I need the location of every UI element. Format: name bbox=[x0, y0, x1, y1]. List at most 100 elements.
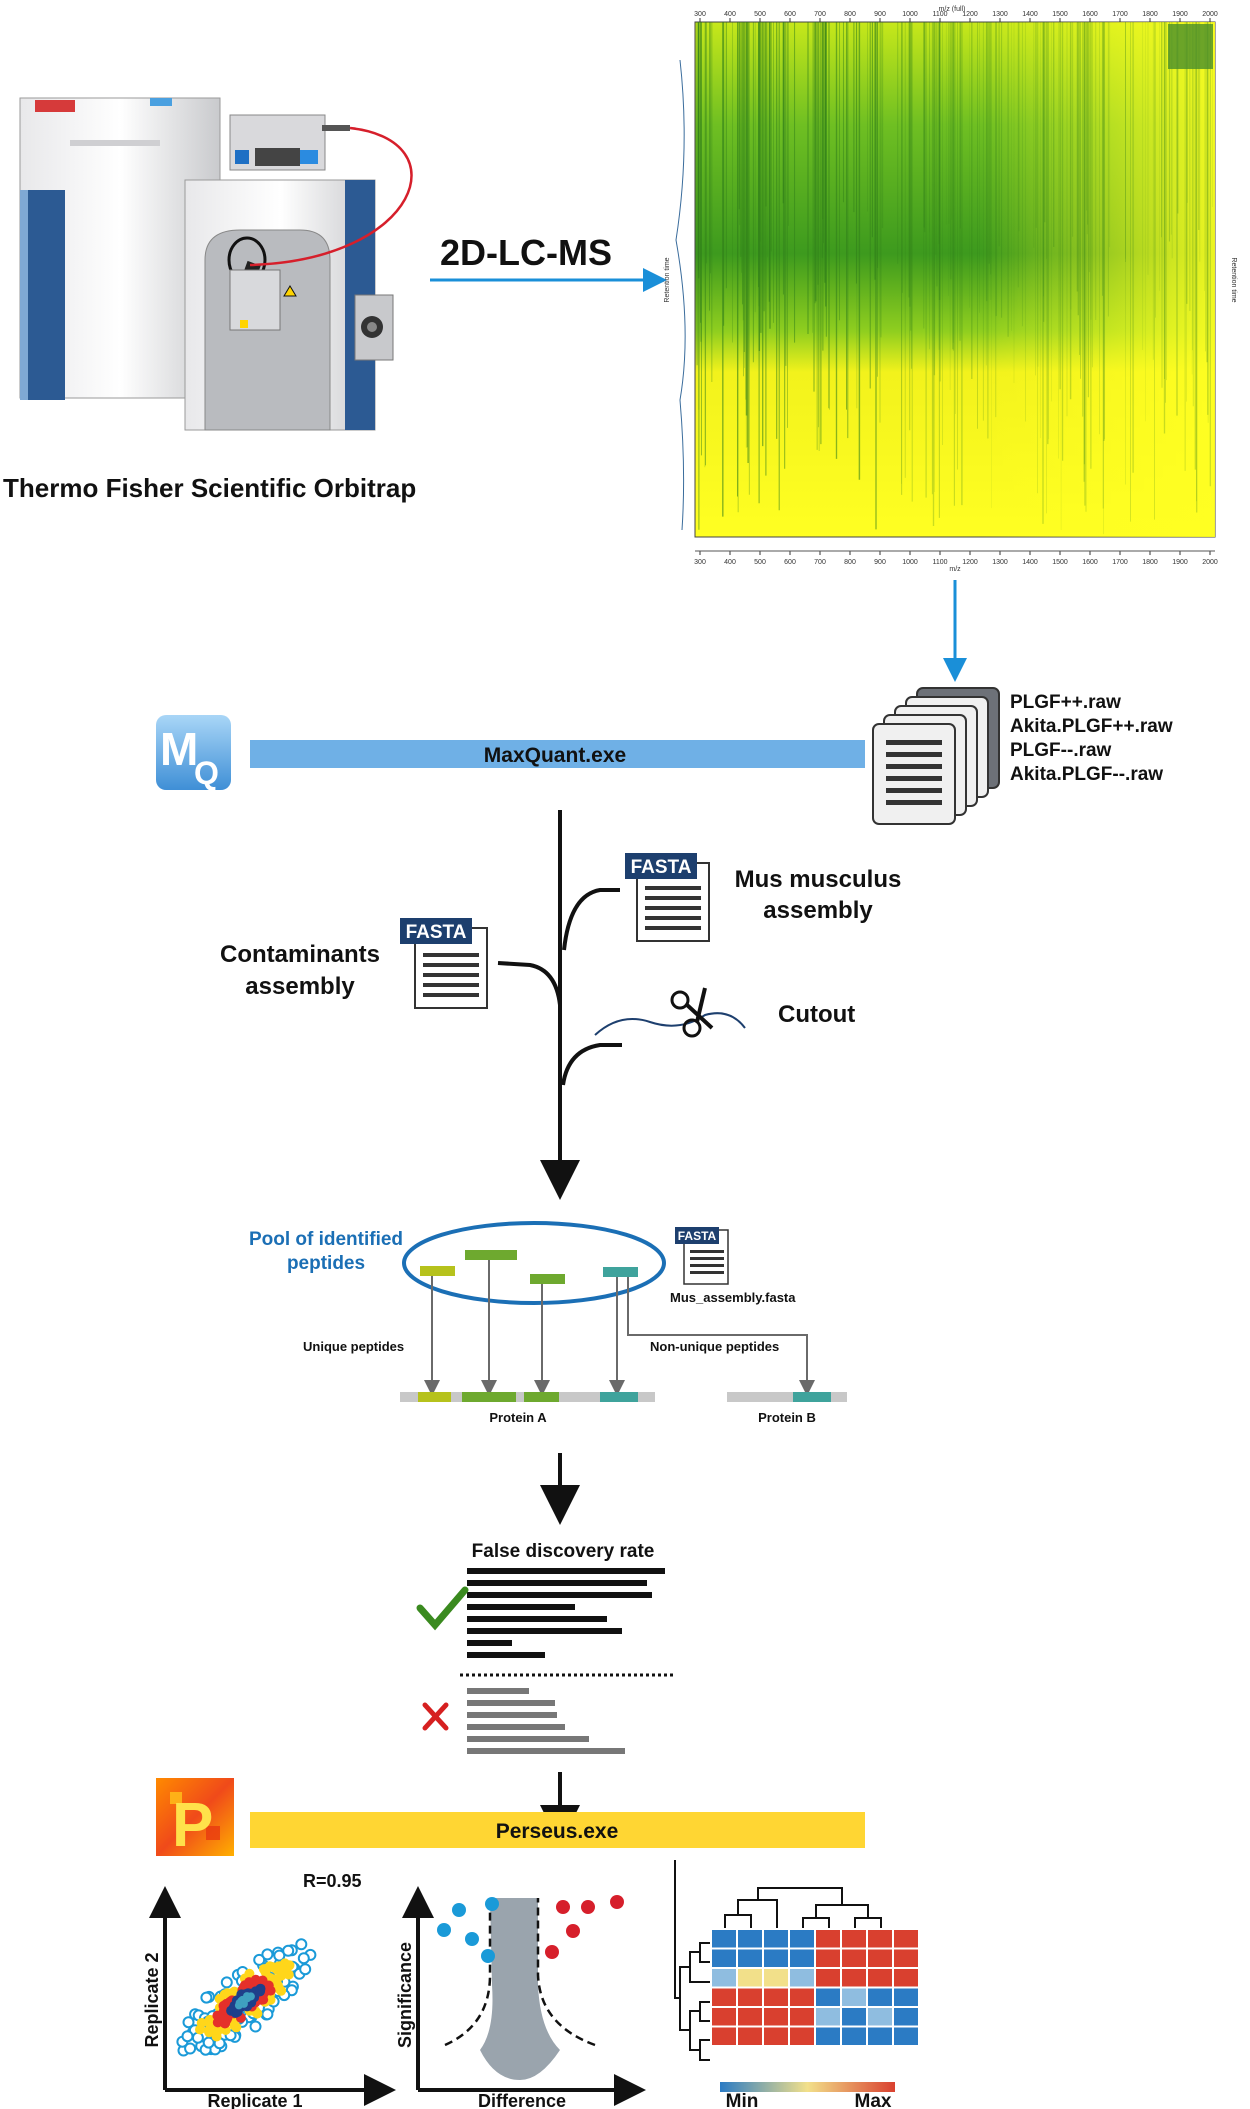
heatmap-max-label: Max bbox=[855, 2091, 892, 2109]
spectrum-top-tick-label: 1600 bbox=[1082, 11, 1098, 18]
r-value-label: R=0.95 bbox=[303, 1871, 362, 1891]
spectrum-bottom-tick-label: 400 bbox=[724, 559, 736, 566]
heatmap-cells bbox=[712, 1930, 918, 2045]
maxquant-label: MaxQuant.exe bbox=[484, 744, 626, 767]
fasta-doc-icon-mus: FASTA bbox=[625, 853, 710, 942]
raw-file-4: Akita.PLGF--.raw bbox=[1010, 764, 1163, 785]
spectrum-top-tick-label: 500 bbox=[754, 11, 766, 18]
raw-file-3: PLGF--.raw bbox=[1010, 740, 1112, 761]
spectrum-top-tick-label: 1100 bbox=[932, 11, 947, 18]
spectrum-top-tick-label: 1200 bbox=[962, 11, 978, 18]
fasta-tag-mus: FASTA bbox=[631, 857, 692, 878]
fdr-accepted-bars bbox=[467, 1568, 665, 1658]
replicate2-label: Replicate 2 bbox=[142, 1952, 162, 2047]
spectrum-bottom-tick-label: 1500 bbox=[1052, 559, 1068, 566]
spectrum-top-tick-label: 1900 bbox=[1172, 11, 1188, 18]
peptide-mapping-arrows bbox=[424, 1260, 815, 1396]
heatmap-min-label: Min bbox=[726, 2091, 759, 2109]
raw-file-2: Akita.PLGF++.raw bbox=[1010, 716, 1173, 737]
perseus-bar bbox=[250, 1812, 865, 1848]
spectrum-top-tick-label: 2000 bbox=[1202, 11, 1218, 18]
raw-files-stack-icon bbox=[872, 687, 1000, 825]
spectrum-top-tick-label: 1400 bbox=[1022, 11, 1038, 18]
heatmap-dendrogram-top bbox=[724, 1887, 882, 1928]
significance-label: Significance bbox=[395, 1942, 415, 2048]
method-label: 2D-LC-MS bbox=[440, 232, 612, 273]
mus-musculus-label-line1: Mus musculus bbox=[735, 866, 902, 893]
spectrum-bottom-tick-label: 900 bbox=[874, 559, 886, 566]
peptide-pool-ellipse bbox=[402, 1221, 666, 1305]
spectrum-bottom-tick-label: 1900 bbox=[1172, 559, 1188, 566]
spectrum-top-ticks: 300 400 500 600 700 800 900 1000 1100 1200 1300 140… bbox=[694, 11, 1218, 22]
spectrum-top-tick-label: 900 bbox=[874, 11, 886, 18]
maxquant-bar bbox=[250, 740, 865, 768]
perseus-label: Perseus.exe bbox=[496, 1820, 619, 1843]
contaminants-label-line2: assembly bbox=[245, 973, 355, 1000]
spectrum-bottom-tick-label: 1000 bbox=[902, 559, 918, 566]
fasta-tag-contaminants: FASTA bbox=[406, 922, 467, 943]
spectrum-top-tick-label: 1000 bbox=[902, 11, 918, 18]
spectrum-bottom-tick-label: 700 bbox=[814, 559, 826, 566]
contaminants-label-line1: Contaminants bbox=[220, 941, 380, 968]
spectrum-bottom-tick-label: 1400 bbox=[1022, 559, 1038, 566]
protein-a-bar bbox=[400, 1392, 655, 1402]
volcano-plot bbox=[402, 1886, 646, 2106]
spectrum-bottom-tick-label: 300 bbox=[694, 559, 706, 566]
peptide-4 bbox=[603, 1267, 638, 1277]
fdr-rejected-bars bbox=[467, 1688, 625, 1754]
spectrum-bottom-tick-label: 1700 bbox=[1112, 559, 1128, 566]
difference-label: Difference bbox=[478, 2091, 566, 2109]
spectrum-lines bbox=[696, 22, 1213, 535]
spectrum-bottom-tick-label: 1100 bbox=[932, 559, 947, 566]
spectrum-top-tick-label: 300 bbox=[694, 11, 706, 18]
spectrum-bottom-tick-label: 1800 bbox=[1142, 559, 1158, 566]
spectrum-top-tick-label: 800 bbox=[844, 11, 856, 18]
spectrum-bottom-tick-label: 1600 bbox=[1082, 559, 1098, 566]
protein-a-label: Protein A bbox=[489, 1410, 547, 1425]
fasta-doc-icon-mus-assembly: FASTA bbox=[675, 1227, 729, 1285]
spectrum-top-tick-label: 1300 bbox=[992, 11, 1008, 18]
orbitrap-instrument-icon bbox=[19, 97, 413, 431]
pool-label-line1: Pool of identified bbox=[249, 1229, 403, 1250]
protein-b-bar bbox=[727, 1392, 847, 1402]
clustered-heatmap bbox=[674, 1860, 918, 2092]
cutout-label: Cutout bbox=[778, 1001, 855, 1028]
spectrum-bottom-tick-label: 600 bbox=[784, 559, 796, 566]
fdr-label: False discovery rate bbox=[472, 1541, 655, 1562]
maxquant-logo-q: Q bbox=[194, 755, 219, 791]
instrument-label: Thermo Fisher Scientific Orbitrap bbox=[3, 473, 416, 503]
peptide-1 bbox=[420, 1266, 455, 1276]
replicate-scatter-plot bbox=[149, 1886, 396, 2106]
spectrum-bottom-tick-label: 1200 bbox=[962, 559, 978, 566]
heatmap-dendrogram-left bbox=[674, 1860, 710, 2061]
check-icon bbox=[416, 1586, 469, 1631]
cross-icon bbox=[422, 1702, 449, 1731]
mus-musculus-label-line2: assembly bbox=[763, 897, 873, 924]
ms-spectrum-heatmap: m/z (full) 300 400 500 600 700 800 900 1000 1100… bbox=[664, 6, 1237, 573]
spectrum-top-tick-label: 600 bbox=[784, 11, 796, 18]
spectrum-top-tick-label: 700 bbox=[814, 11, 826, 18]
peptide-2 bbox=[465, 1250, 517, 1260]
scatter-points bbox=[176, 1938, 317, 2057]
maxquant-logo-icon: M Q bbox=[156, 715, 231, 791]
fasta-doc-icon-contaminants: FASTA bbox=[400, 918, 488, 1009]
scissors-icon bbox=[594, 987, 746, 1038]
spectrum-bottom-tick-label: 2000 bbox=[1202, 559, 1218, 566]
raw-file-1: PLGF++.raw bbox=[1010, 692, 1121, 713]
spectrum-top-tick-label: 1800 bbox=[1142, 11, 1158, 18]
spectrum-top-axis-title: m/z (full) bbox=[939, 6, 966, 13]
spectrum-bottom-axis-title: m/z bbox=[949, 566, 961, 573]
spectrum-left-axis-title: Retention time bbox=[664, 257, 671, 302]
peptide-3 bbox=[530, 1274, 565, 1284]
unique-peptides-label: Unique peptides bbox=[303, 1339, 404, 1354]
replicate1-label: Replicate 1 bbox=[207, 2091, 302, 2109]
spectrum-top-tick-label: 1500 bbox=[1052, 11, 1068, 18]
database-tree bbox=[497, 810, 622, 1200]
perseus-logo-icon: P bbox=[156, 1778, 234, 1860]
spectrum-right-axis-title: Retention time bbox=[1230, 257, 1237, 302]
pool-label-line2: peptides bbox=[287, 1253, 365, 1274]
spectrum-top-tick-label: 400 bbox=[724, 11, 736, 18]
fasta-tag-mus-assembly: FASTA bbox=[678, 1229, 717, 1243]
